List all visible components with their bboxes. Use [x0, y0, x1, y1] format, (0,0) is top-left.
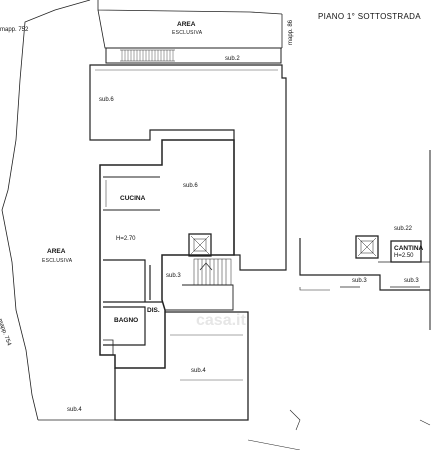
- dis-label: DIS.: [147, 307, 160, 314]
- sub6-mid-label: sub.6: [183, 183, 198, 189]
- plan-title: PIANO 1° SOTTOSTRADA: [318, 12, 421, 21]
- cucina-wall: [103, 176, 160, 211]
- room-walls: [103, 259, 162, 346]
- sub4-bottom-label: sub.4: [67, 407, 82, 413]
- sub2-label: sub.2: [225, 56, 240, 62]
- sub4-mid-label: sub.4: [191, 368, 206, 374]
- sub3-right2-label: sub.3: [404, 278, 419, 284]
- esclusiva-top-label: ESCLUSIVA: [172, 30, 203, 36]
- esclusiva-left-label: ESCLUSIVA: [42, 258, 73, 264]
- height-main-label: H=2.70: [116, 236, 136, 242]
- mapp752-label: mapp. 752: [0, 27, 29, 33]
- area-left-label: AREA: [47, 248, 66, 255]
- cantina-label: CANTINA: [394, 245, 424, 252]
- stairs-left: [193, 258, 232, 286]
- watermark: casa.it: [196, 312, 246, 329]
- top-boundary-line: [97, 0, 283, 15]
- sub3-left-label: sub.3: [166, 273, 181, 279]
- lift-core-right: [355, 235, 379, 259]
- top-area-wall: [97, 9, 282, 49]
- bagno-label: BAGNO: [114, 317, 139, 324]
- cucina-label: CUCINA: [120, 195, 146, 202]
- sub6-outline: [89, 64, 287, 271]
- lift-core-left: [188, 233, 212, 257]
- sub4-outline: [114, 311, 249, 421]
- apartment-outline: [99, 139, 235, 369]
- sub6-top-label: sub.6: [99, 97, 114, 103]
- area-top-label: AREA: [177, 21, 196, 28]
- sub2-hatch: [121, 50, 174, 61]
- sub22-label: sub.22: [394, 226, 413, 232]
- sub2-strip: [105, 47, 282, 64]
- mapp86-label: mapp. 86: [288, 19, 294, 45]
- height-cantina-label: H=2.50: [394, 253, 414, 259]
- left-boundary-line: [1, 0, 91, 421]
- sub3-right1-label: sub.3: [352, 278, 367, 284]
